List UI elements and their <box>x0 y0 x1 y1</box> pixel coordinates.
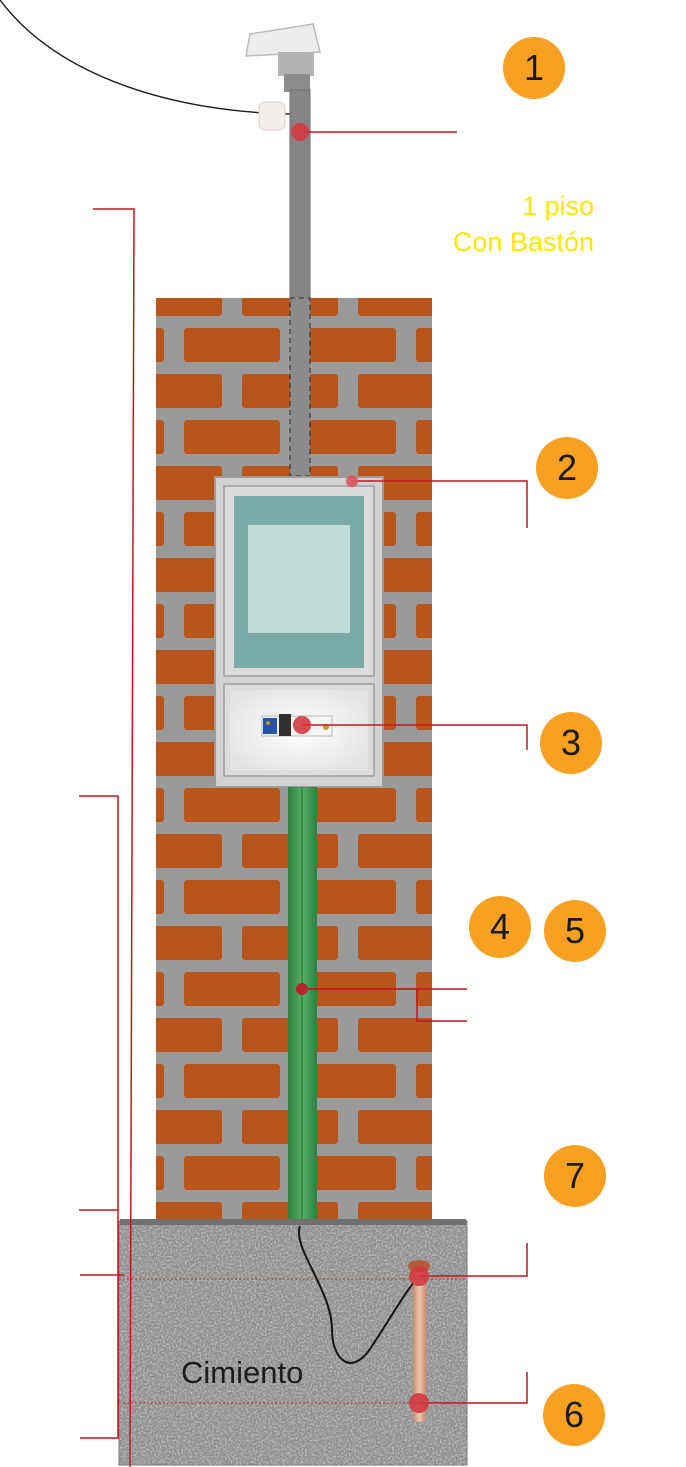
marker-2 <box>346 475 358 487</box>
side-note-line1: 1 piso <box>521 191 594 221</box>
service-drop-cable <box>0 0 291 115</box>
foundation-label: Cimiento <box>181 1355 304 1390</box>
wall-base-sill <box>120 1219 466 1225</box>
dimension-bracket-outer <box>80 208 135 1467</box>
side-note-line2: Con Bastón <box>452 227 594 257</box>
leader-2 <box>352 480 528 528</box>
badge-7: 7 <box>544 1145 606 1207</box>
foundation-block <box>118 1220 468 1466</box>
mast-embedded <box>289 297 311 477</box>
meter-glass <box>248 525 350 633</box>
leader-6 <box>419 1372 528 1404</box>
badge-4: 4 <box>469 896 531 958</box>
marker-4 <box>296 983 308 995</box>
badge-6: 6 <box>543 1384 605 1446</box>
meter-panel <box>214 476 384 788</box>
badge-1: 1 <box>503 37 565 99</box>
ground-conductor <box>297 1225 421 1364</box>
leader-3 <box>302 724 528 750</box>
badge-5: 5 <box>544 900 606 962</box>
marker-7 <box>409 1266 429 1286</box>
marker-3 <box>293 716 311 734</box>
breaker-icon <box>261 714 333 737</box>
weatherhead-icon <box>245 23 321 92</box>
leader-7 <box>419 1243 528 1277</box>
leader-5 <box>302 988 467 1022</box>
badge-3: 3 <box>540 712 602 774</box>
marker-6 <box>409 1393 429 1413</box>
insulator <box>258 101 286 131</box>
badge-2: 2 <box>536 437 598 499</box>
dimension-bracket-inner <box>79 795 119 1439</box>
marker-1 <box>291 123 309 141</box>
side-note: 1 piso Con Bastón <box>400 188 594 260</box>
marker-dots <box>291 123 429 1413</box>
